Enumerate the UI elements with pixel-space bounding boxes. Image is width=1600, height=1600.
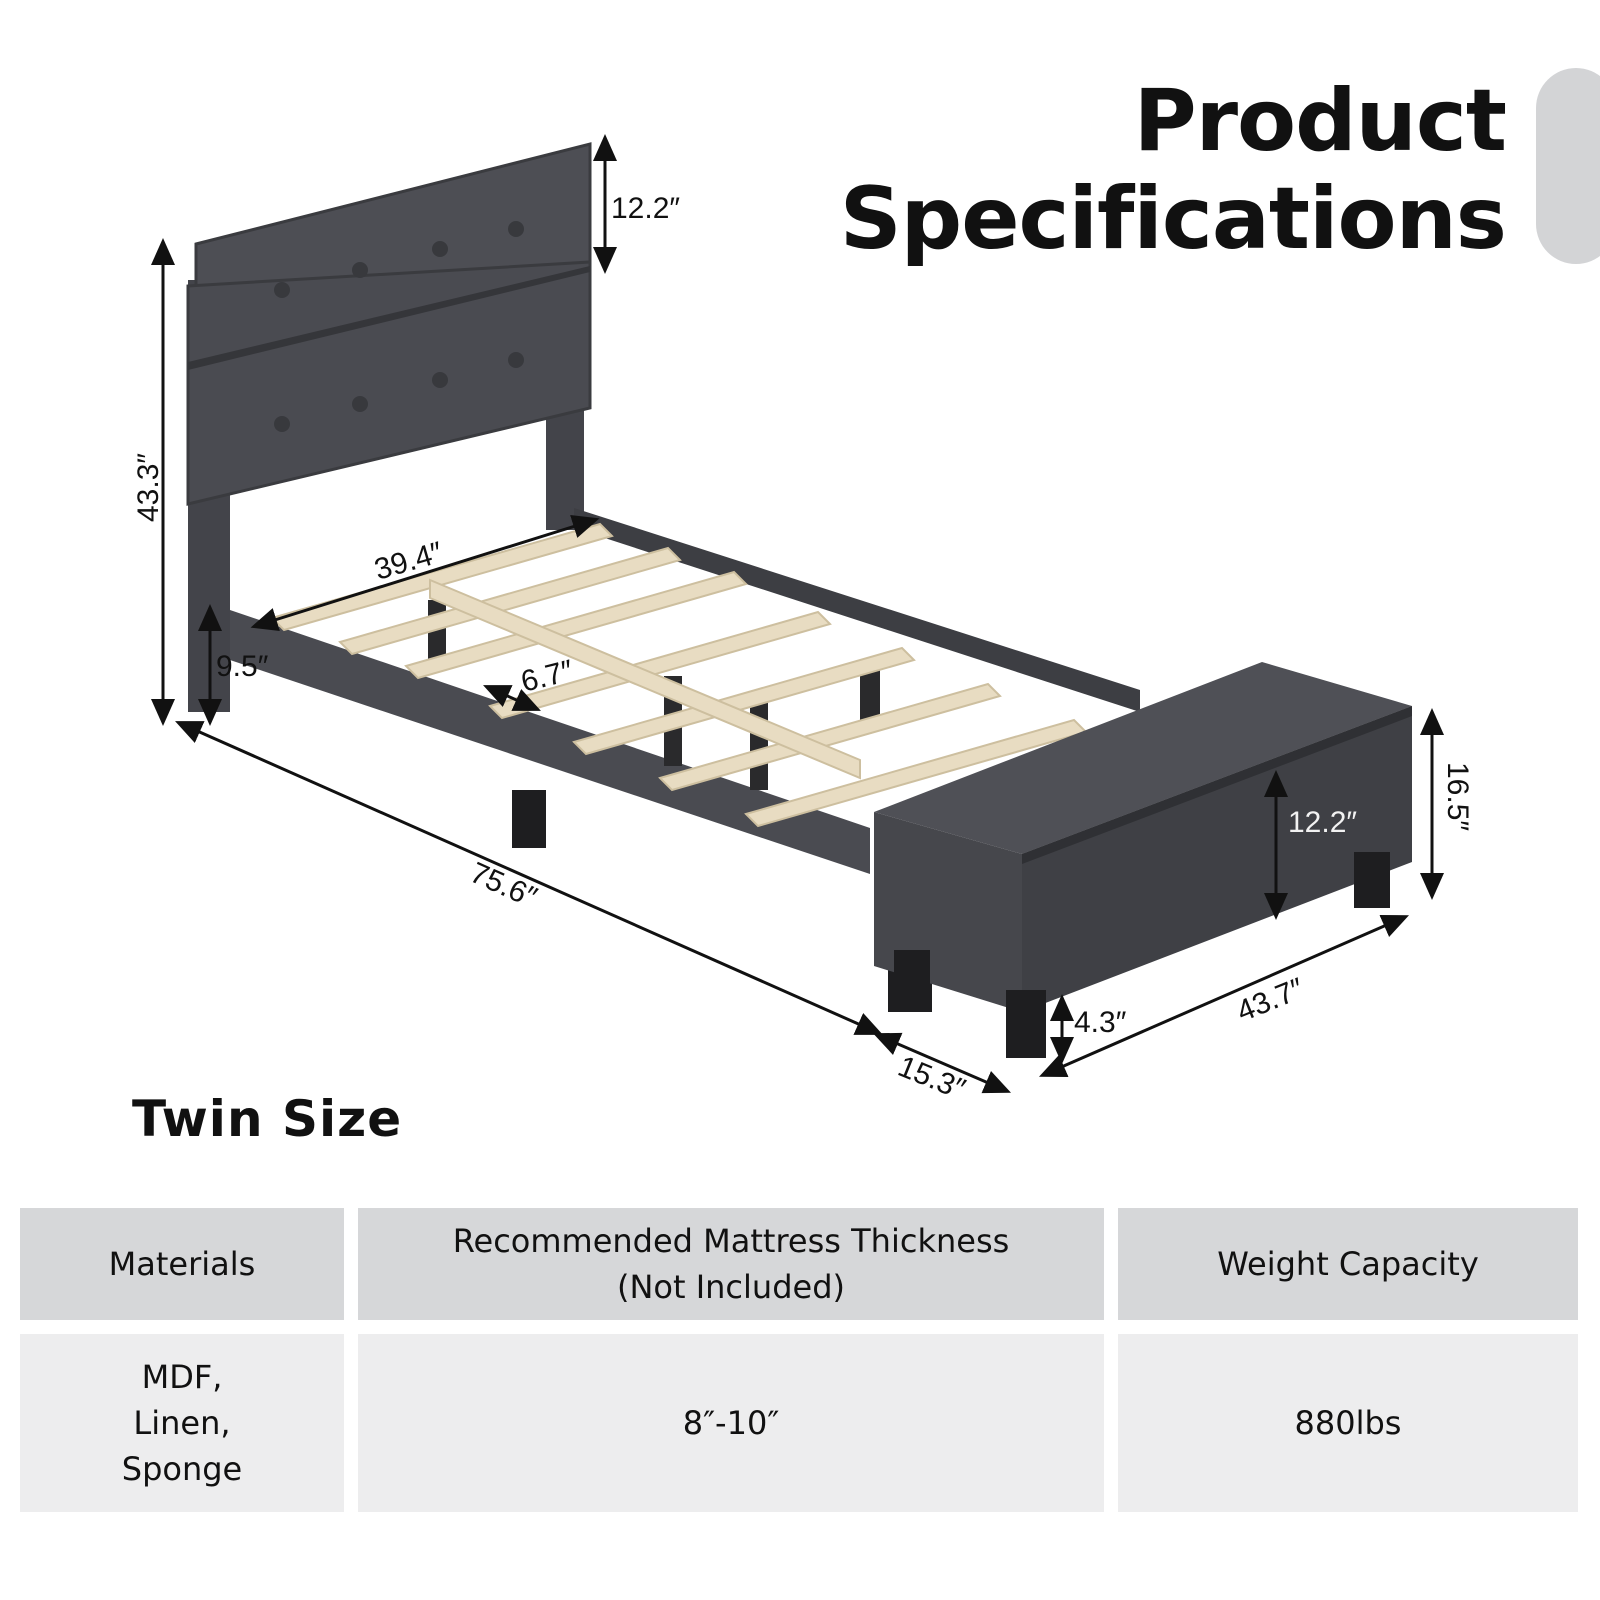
dim-headboard-panel-height: 12.2″ <box>611 192 680 225</box>
page-title-line-2: Specifications <box>839 169 1507 269</box>
dim-bench-width: 43.7″ <box>1232 972 1309 1029</box>
table-value-cell: 8″-10″ <box>358 1334 1104 1512</box>
bench-leg <box>1006 990 1046 1058</box>
header-mattress-thickness: Recommended Mattress Thickness (Not Incl… <box>452 1222 1010 1306</box>
storage-bench <box>874 662 1412 1058</box>
dim-total-height: 43.3″ <box>132 453 165 522</box>
page-title: Product Specifications <box>839 71 1507 269</box>
table-value-cell: MDF, Linen, Sponge <box>20 1334 344 1512</box>
table-value-cell: 880lbs <box>1118 1334 1578 1512</box>
header-weight-capacity: Weight Capacity <box>1217 1245 1479 1283</box>
value-weight-capacity: 880lbs <box>1294 1404 1402 1442</box>
bed-dimension-illustration: 12.2″ 43.3″ 39.4″ 9.5″ 6.7″ 75.6″ 15.3″ … <box>132 134 1474 1106</box>
dim-bench-box-height: 12.2″ <box>1288 806 1357 839</box>
value-materials: MDF, Linen, Sponge <box>121 1358 243 1488</box>
dim-side-rail-height: 9.5″ <box>216 650 269 683</box>
table-header-cell: Weight Capacity <box>1118 1208 1578 1320</box>
dimension-lines <box>151 134 1444 1094</box>
page-title-line-1: Product <box>1133 71 1507 171</box>
headboard-lower-panel <box>186 260 592 506</box>
bed-leg <box>512 790 546 848</box>
bench-leg <box>894 950 930 1010</box>
dim-bench-leg-height: 4.3″ <box>1074 1006 1127 1039</box>
header-materials: Materials <box>108 1245 256 1283</box>
bench-leg <box>1354 852 1390 908</box>
dim-bench-total-height: 16.5″ <box>1441 762 1474 831</box>
dim-bed-length: 75.6″ <box>465 856 542 914</box>
size-label: Twin Size <box>132 1090 403 1148</box>
table-header-cell: Recommended Mattress Thickness (Not Incl… <box>358 1208 1104 1320</box>
headboard <box>186 142 592 712</box>
table-header-cell: Materials <box>20 1208 344 1320</box>
decorative-tab <box>1536 68 1600 264</box>
value-mattress-thickness: 8″-10″ <box>682 1404 780 1442</box>
